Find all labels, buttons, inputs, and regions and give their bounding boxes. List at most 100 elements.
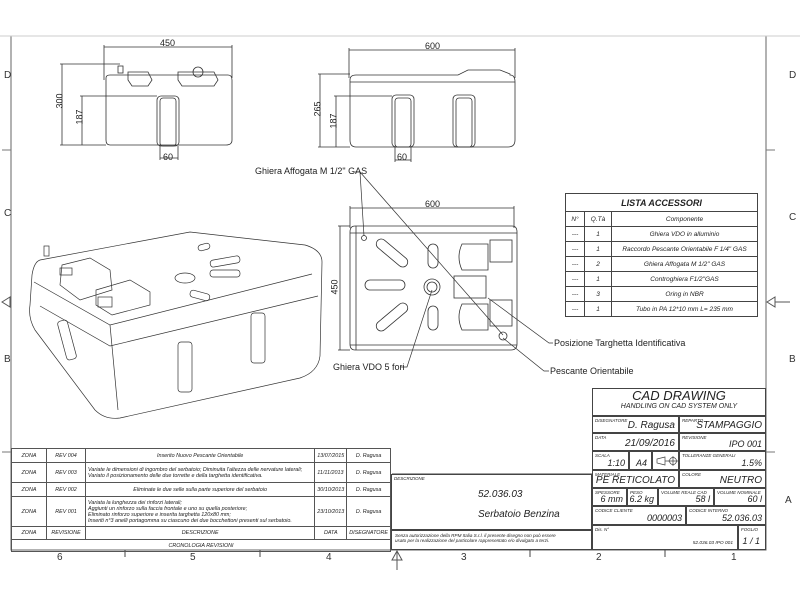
cell-caption: DISEGNATORE: [595, 418, 628, 423]
row-label: B: [789, 354, 796, 365]
cell-caption: MATERIALE: [595, 472, 621, 477]
designer-value: D. Ragusa: [627, 420, 675, 431]
format-cell: A4: [629, 451, 652, 470]
cell-caption: CODICE CLIENTE: [595, 508, 633, 513]
internal-code-value: 52.036.03: [721, 513, 762, 523]
sheet-value: 1 / 1: [742, 536, 760, 546]
drawing-subtitle: HANDLING ON CAD SYSTEM ONLY: [620, 403, 738, 410]
revision-description: Inserito Nuovo Pescante Orientabile: [84, 448, 316, 463]
accessory-n: ---: [565, 226, 585, 242]
revision-cell: REVISIONE IPO 001: [679, 433, 766, 451]
callout-ghiera-affogata: Ghiera Affogata M 1/2" GAS: [255, 166, 368, 176]
callout-ghiera-vdo: Ghiera VDO 5 fori: [333, 362, 405, 372]
revision-history-table: ZONA REV 004 Inserito Nuovo Pescante Ori…: [11, 448, 391, 552]
side-width-dim: 600: [425, 41, 441, 51]
revision-zone: ZONA: [11, 462, 47, 483]
row-label: D: [789, 70, 797, 81]
revision-number: REV 003: [46, 462, 86, 483]
cell-caption: SCALA: [595, 453, 610, 458]
front-rib-dim: 60: [163, 152, 174, 162]
revision-row: ZONA REV 002 Eliminate le due selle sull…: [11, 482, 391, 497]
accessory-component: Raccordo Pescante Orientabile F 1/4" GAS: [611, 241, 758, 257]
revision-zone: ZONA: [11, 496, 47, 527]
accessory-qty: 1: [584, 271, 612, 287]
first-angle-projection-icon: [656, 456, 678, 466]
cell-caption: DATA: [595, 435, 607, 440]
accessory-qty: 1: [584, 301, 612, 317]
accessory-qty: 1: [584, 226, 612, 242]
side-height-dim: 265: [312, 101, 323, 117]
accessory-component: Controghiera F1/2"GAS: [611, 271, 758, 287]
row-ticks: [2, 149, 775, 453]
accessory-qty: 1: [584, 241, 612, 257]
cell-caption: REVISIONE: [682, 435, 707, 440]
column-label: 5: [190, 552, 196, 563]
nominal-volume-cell: VOLUME Nominale60 l: [714, 488, 766, 506]
cell-caption: REPARTO: [682, 418, 704, 423]
top-height-dim: 450: [329, 279, 340, 295]
accessory-n: ---: [565, 241, 585, 257]
client-code-cell: CODICE CLIENTE 0000003: [592, 506, 686, 525]
row-label: C: [789, 212, 797, 223]
row-label: C: [4, 208, 12, 219]
revision-description: Variate le dimensioni di ingombro del se…: [84, 462, 316, 483]
column-label: 6: [57, 552, 63, 563]
isometric-view: [29, 231, 323, 419]
accessory-n: ---: [565, 271, 585, 287]
front-height-dim: 300: [54, 93, 65, 109]
accessories-header-component: Componente: [611, 211, 758, 227]
center-mark-right-icon: [766, 296, 790, 308]
accessory-component: Ghiera VDO in alluminio: [611, 226, 758, 242]
format-value: A4: [635, 458, 647, 468]
weight-value: 6.2 kg: [629, 494, 654, 504]
revision-zone: ZONA: [11, 448, 47, 463]
cell-caption: FOGLIO: [741, 527, 759, 532]
accessory-n: ---: [565, 301, 585, 317]
accessory-component: Tubo in PA 12*10 mm L= 235 mm: [611, 301, 758, 317]
description-line: Variata la lunghezza dei rinforzi latera…: [88, 499, 182, 506]
title-header: CAD DRAWING HANDLING ON CAD SYSTEM ONLY: [592, 388, 766, 416]
cell-caption: CODICE INTERNO: [689, 508, 729, 513]
header-description: DESCRIZIONE: [84, 526, 316, 540]
projection-cell: [652, 451, 679, 470]
revision-author: D. Ragusa: [346, 496, 391, 527]
column-label: 2: [596, 552, 602, 563]
accessory-qty: 2: [584, 256, 612, 272]
column-label: 3: [461, 552, 467, 563]
revision-author: D. Ragusa: [346, 462, 391, 483]
description-line: Inseriti n°3 anelli portagomma su ciascu…: [88, 517, 292, 524]
revision-header-row: ZONA REVISIONE DESCRIZIONE DATA DISEGNAT…: [11, 526, 391, 540]
department-value: STAMPAGGIO: [696, 420, 762, 431]
accessory-component: Ghiera Affogata M 1/2" GAS: [611, 256, 758, 272]
tolerance-value: 1.5%: [741, 458, 762, 468]
header-revision: REVISIONE: [46, 526, 86, 540]
cell-caption: PESO: [630, 490, 643, 495]
revision-value: IPO 001: [728, 439, 762, 449]
front-view: [60, 45, 233, 160]
disclaimer-line: Senza autorizzazione della RPM Italia S.…: [395, 533, 556, 538]
accessory-n: ---: [565, 286, 585, 302]
row-label: A: [785, 495, 792, 506]
date-value: 21/09/2016: [624, 438, 675, 449]
revision-history-caption: CRONOLOGIA REVISIONI: [11, 539, 391, 552]
header-author: DISEGNATORE: [346, 526, 391, 540]
cell-caption: TOLLERANZE GENERALI: [682, 453, 736, 458]
client-code-value: 0000003: [646, 513, 682, 523]
material-value: PE RETICOLATO: [595, 475, 675, 486]
revision-row: ZONA REV 001 Variata la lunghezza dei ri…: [11, 496, 391, 527]
nominal-volume-value: 60 l: [747, 494, 762, 504]
revision-number: REV 002: [46, 482, 86, 497]
revision-number: REV 004: [46, 448, 86, 463]
side-inner-height-dim: 187: [328, 113, 339, 129]
accessories-header-n: N°: [565, 211, 585, 227]
drawing-title: CAD DRAWING: [632, 388, 726, 403]
